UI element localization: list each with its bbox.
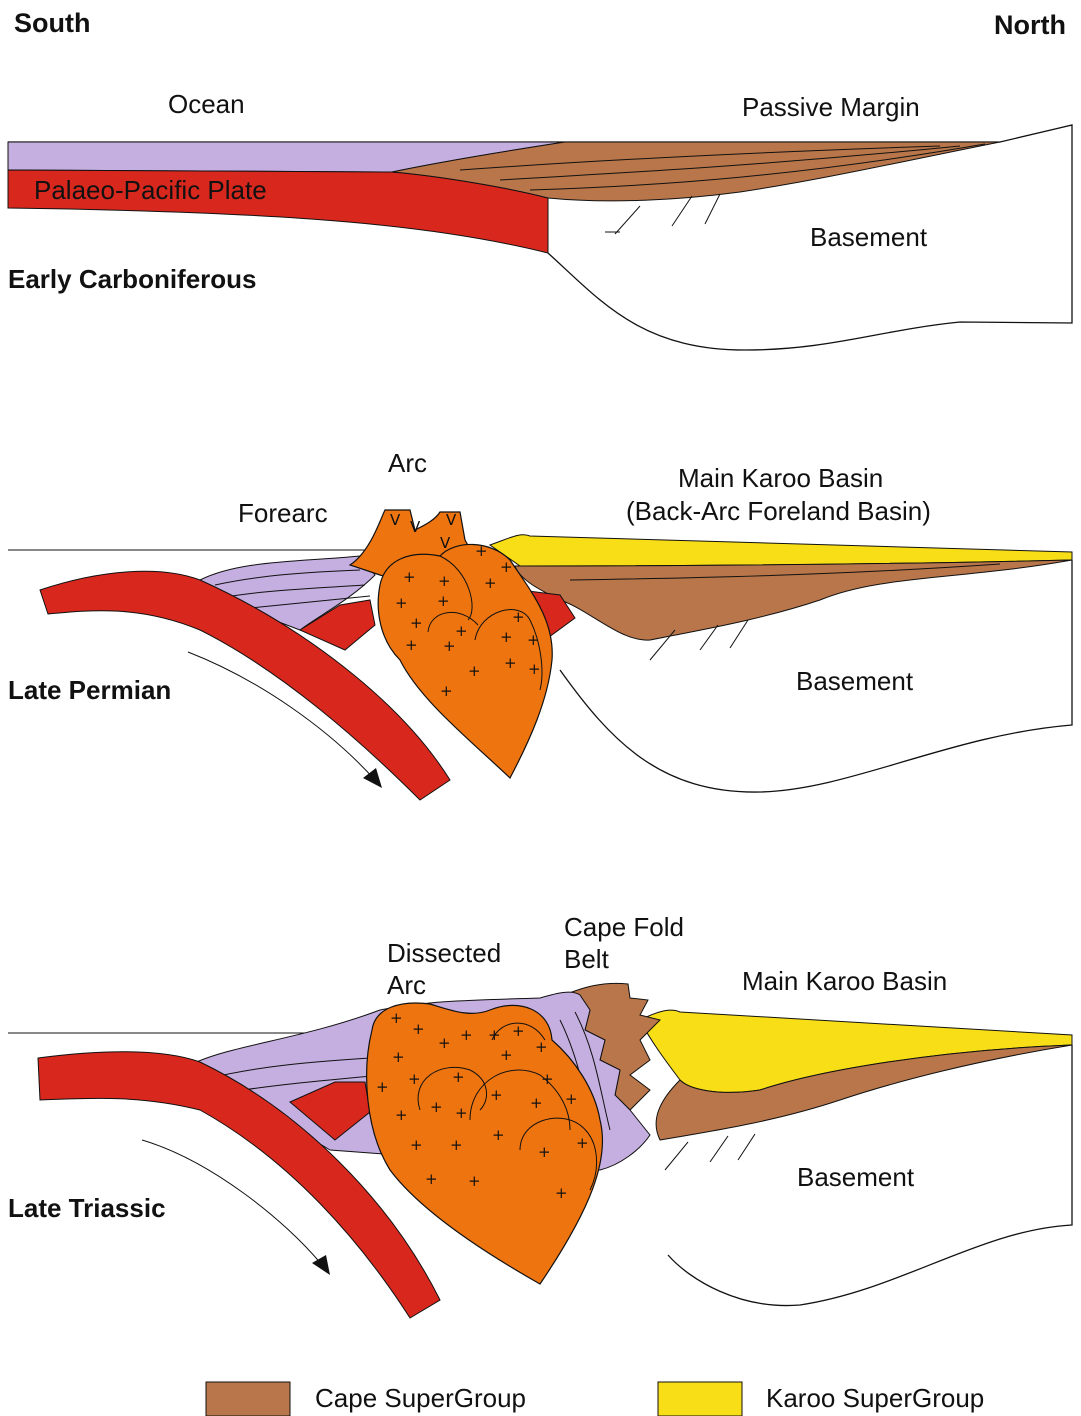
dissected-arc-label-line1: Dissected bbox=[387, 938, 501, 968]
basin-label: Main Karoo Basin bbox=[742, 966, 947, 996]
pluton-mark: + bbox=[488, 1026, 501, 1044]
pluton-mark: + bbox=[438, 1034, 451, 1052]
pluton-mark: + bbox=[440, 682, 453, 700]
basement-label: Basement bbox=[810, 222, 928, 252]
pluton-mark: + bbox=[452, 1068, 465, 1086]
fault-line bbox=[665, 1142, 688, 1170]
pluton-mark: + bbox=[395, 1106, 408, 1124]
basement-label: Basement bbox=[797, 1162, 915, 1192]
volcanic-mark: V bbox=[446, 511, 457, 529]
panel-late-permian: V V V V + + + + + + + + + + + + + + + + … bbox=[8, 448, 1072, 800]
pluton-mark: + bbox=[410, 1136, 423, 1154]
cape-fold-belt-label-line1: Cape Fold bbox=[564, 912, 684, 942]
pluton-mark: + bbox=[390, 1009, 403, 1027]
fault-line bbox=[672, 196, 692, 226]
pluton-mark: + bbox=[443, 637, 456, 655]
pluton-mark: + bbox=[541, 1070, 554, 1088]
panel-early-carboniferous: Ocean Passive Margin Palaeo-Pacific Plat… bbox=[8, 89, 1072, 350]
basin-label-line2: (Back-Arc Foreland Basin) bbox=[626, 496, 931, 526]
pluton-mark: + bbox=[535, 1038, 548, 1056]
pluton-mark: + bbox=[512, 1022, 525, 1040]
pluton-mark: + bbox=[527, 631, 540, 649]
fault-line bbox=[705, 194, 720, 224]
pluton-mark: + bbox=[500, 1046, 513, 1064]
karoo-supergroup-basin bbox=[490, 535, 1072, 566]
stage-label: Late Permian bbox=[8, 675, 171, 705]
pluton-mark: + bbox=[405, 636, 418, 654]
cape-fold-belt-label-line2: Belt bbox=[564, 944, 610, 974]
cape-supergroup-layer bbox=[515, 560, 1072, 640]
pluton-mark: + bbox=[512, 608, 525, 626]
pluton-mark: + bbox=[376, 1078, 389, 1096]
pluton-mark: + bbox=[408, 1070, 421, 1088]
panel-late-triassic: + + + + + + + + + + + + + + + + + + + + … bbox=[8, 912, 1072, 1318]
pluton-mark: + bbox=[392, 1048, 405, 1066]
pluton-mark: + bbox=[475, 542, 488, 560]
stage-label: Late Triassic bbox=[8, 1193, 166, 1223]
pluton-mark: + bbox=[455, 1104, 468, 1122]
pluton-mark: + bbox=[555, 1184, 568, 1202]
pluton-mark: + bbox=[410, 614, 423, 632]
pluton-mark: + bbox=[430, 1098, 443, 1116]
compass-south-label: South bbox=[14, 8, 90, 38]
pluton-mark: + bbox=[425, 1170, 438, 1188]
volcanic-mark: V bbox=[390, 511, 401, 529]
plate-label: Palaeo-Pacific Plate bbox=[34, 175, 267, 205]
passive-margin-label: Passive Margin bbox=[742, 92, 920, 122]
ocean-label: Ocean bbox=[168, 89, 245, 119]
pluton-mark: + bbox=[576, 1134, 589, 1152]
legend-label-cape: Cape SuperGroup bbox=[315, 1383, 526, 1413]
volcanic-mark: V bbox=[440, 534, 451, 552]
pluton-mark: + bbox=[437, 592, 450, 610]
compass-north-label: North bbox=[994, 10, 1066, 40]
legend-swatch-cape bbox=[206, 1382, 290, 1416]
legend-swatch-karoo bbox=[658, 1382, 742, 1416]
pluton-mark: + bbox=[538, 1143, 551, 1161]
legend: Cape SuperGroup Karoo SuperGroup bbox=[206, 1382, 984, 1416]
pluton-mark: + bbox=[468, 1172, 481, 1190]
pluton-mark: + bbox=[468, 662, 481, 680]
subduction-arrowhead bbox=[363, 768, 382, 788]
pluton-mark: + bbox=[403, 568, 416, 586]
pluton-mark: + bbox=[438, 572, 451, 590]
dissected-arc-label-line2: Arc bbox=[387, 970, 426, 1000]
pluton-mark: + bbox=[484, 574, 497, 592]
pluton-mark: + bbox=[500, 628, 513, 646]
pluton-mark: + bbox=[500, 558, 513, 576]
fault-line bbox=[710, 1136, 728, 1162]
arc-label: Arc bbox=[388, 448, 427, 478]
pluton-mark: + bbox=[530, 1094, 543, 1112]
legend-label-karoo: Karoo SuperGroup bbox=[766, 1383, 984, 1413]
pluton-mark: + bbox=[492, 1126, 505, 1144]
basin-label-line1: Main Karoo Basin bbox=[678, 463, 883, 493]
fault-line bbox=[730, 620, 748, 648]
pluton-mark: + bbox=[504, 654, 517, 672]
basement-label: Basement bbox=[796, 666, 914, 696]
pluton-mark: + bbox=[565, 1090, 578, 1108]
fault-line bbox=[605, 206, 640, 234]
pluton-mark: + bbox=[450, 1136, 463, 1154]
pluton-mark: + bbox=[528, 660, 541, 678]
pluton-mark: + bbox=[412, 1020, 425, 1038]
volcanic-mark: V bbox=[410, 518, 421, 536]
forearc-label: Forearc bbox=[238, 498, 328, 528]
stage-label: Early Carboniferous bbox=[8, 264, 257, 294]
pluton-mark: + bbox=[490, 1086, 503, 1104]
pluton-mark: + bbox=[395, 594, 408, 612]
fault-line bbox=[738, 1134, 755, 1160]
pluton-mark: + bbox=[455, 622, 468, 640]
pluton-mark: + bbox=[460, 1026, 473, 1044]
subduction-arrowhead bbox=[312, 1255, 330, 1275]
